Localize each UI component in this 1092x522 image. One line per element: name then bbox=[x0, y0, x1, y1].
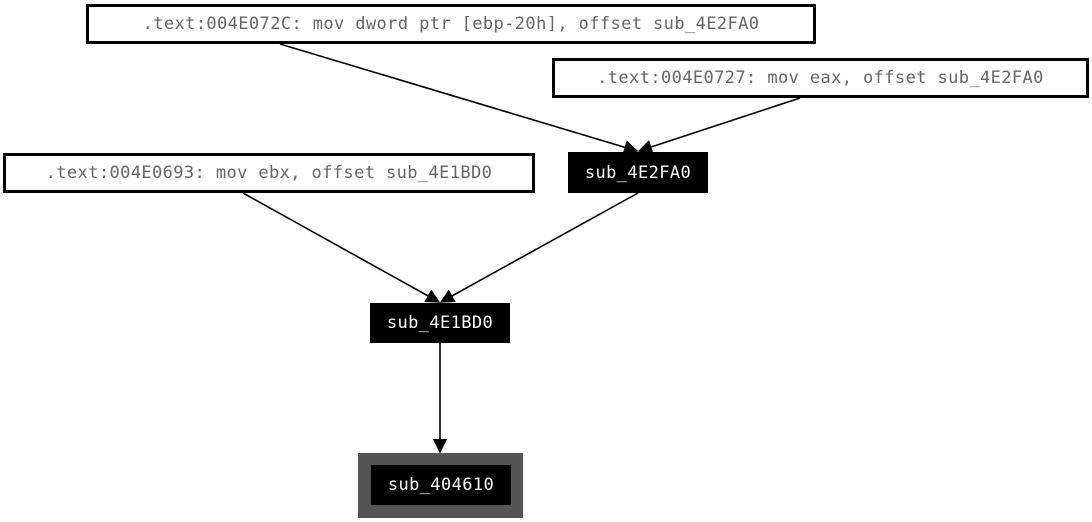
edge-ref-ebp-to-sub-4e2fa0 bbox=[279, 43, 639, 155]
xref-node-label: .text:004E0727: mov eax, offset sub_4E2F… bbox=[597, 68, 1044, 88]
xref-node-mov-ebx[interactable]: .text:004E0693: mov ebx, offset sub_4E1B… bbox=[3, 153, 535, 193]
function-node-label: sub_404610 bbox=[387, 475, 495, 495]
function-node-label: sub_4E1BD0 bbox=[386, 313, 494, 333]
edge-ref-eax-to-sub-4e2fa0 bbox=[637, 97, 801, 154]
xref-node-mov-eax[interactable]: .text:004E0727: mov eax, offset sub_4E2F… bbox=[552, 58, 1089, 98]
function-node-label: sub_4E2FA0 bbox=[584, 162, 692, 183]
function-node-sub-404610[interactable]: sub_404610 bbox=[371, 465, 511, 505]
function-node-sub-4e2fa0[interactable]: sub_4E2FA0 bbox=[568, 152, 708, 193]
edge-sub-4e2fa0-to-sub-4e1bd0 bbox=[439, 192, 639, 303]
xref-node-label: .text:004E0693: mov ebx, offset sub_4E1B… bbox=[45, 163, 493, 183]
function-node-sub-4e1bd0[interactable]: sub_4E1BD0 bbox=[370, 303, 510, 343]
xref-node-mov-dword-ptr[interactable]: .text:004E072C: mov dword ptr [ebp-20h],… bbox=[86, 4, 816, 44]
xref-node-label: .text:004E072C: mov dword ptr [ebp-20h],… bbox=[142, 14, 760, 34]
edge-ref-ebx-to-sub-4e1bd0 bbox=[242, 192, 441, 303]
